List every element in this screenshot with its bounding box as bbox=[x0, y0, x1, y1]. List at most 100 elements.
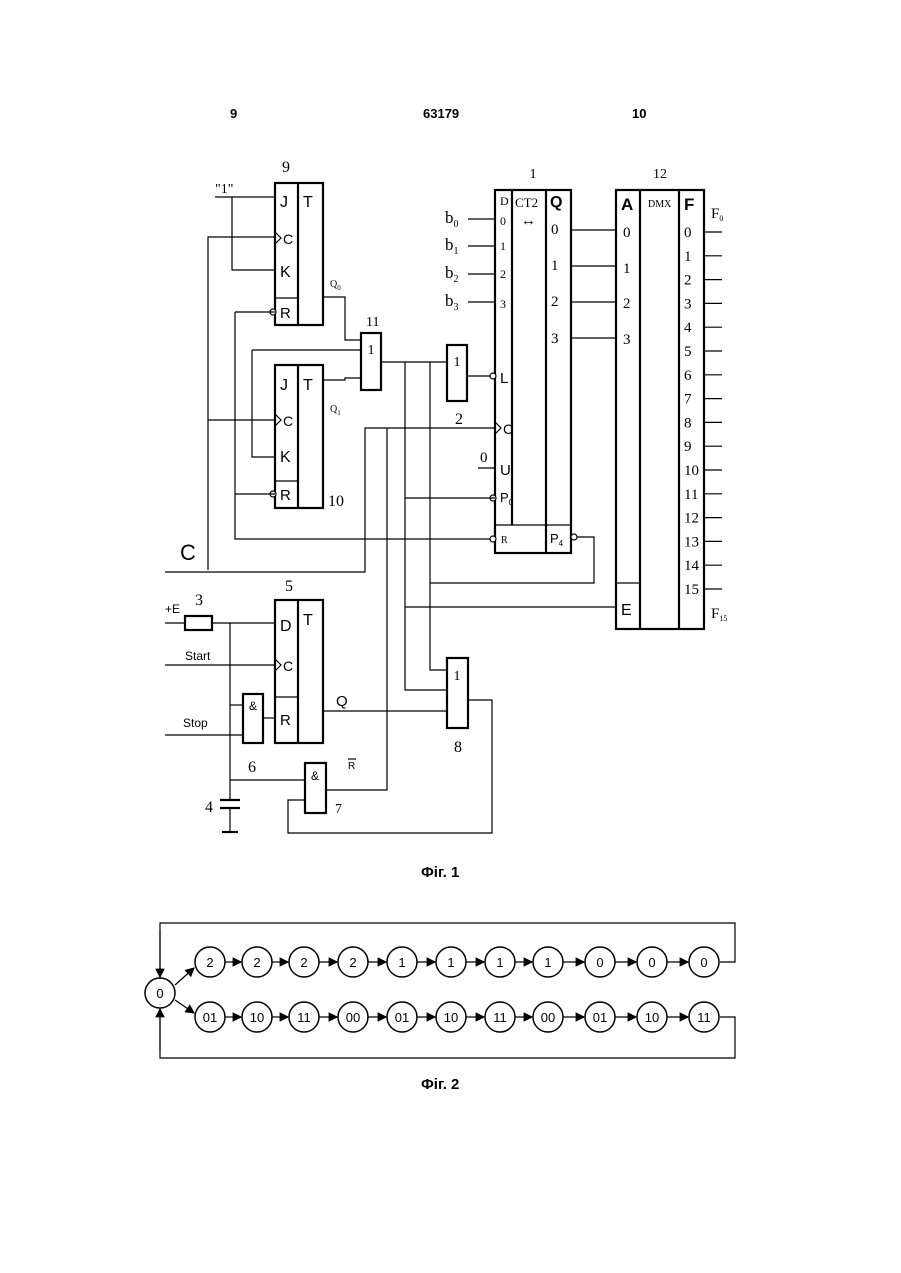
bottom-state-label-4: 01 bbox=[395, 1010, 409, 1025]
top-state-label-3: 2 bbox=[349, 955, 356, 970]
f15-label: F15 bbox=[711, 606, 727, 623]
dmx-output-14: 14 bbox=[684, 558, 700, 574]
top-state-label-5: 1 bbox=[447, 955, 454, 970]
dmx-output-12: 12 bbox=[684, 511, 699, 527]
dmx-output-11: 11 bbox=[684, 487, 698, 503]
counter-p4-label: P4 bbox=[550, 531, 564, 548]
label-5: 5 bbox=[285, 578, 293, 595]
label-9: 9 bbox=[282, 159, 290, 176]
svg-text:E: E bbox=[621, 602, 632, 619]
top-state-label-7: 1 bbox=[544, 955, 551, 970]
u-input-zero: 0 bbox=[480, 450, 488, 466]
top-state-label-8: 0 bbox=[596, 955, 603, 970]
q-output-label: Q bbox=[336, 693, 348, 710]
jk-flipflop-9: 9 J T C K R Q0 bbox=[270, 159, 341, 325]
svg-text:R: R bbox=[280, 712, 291, 729]
or-gate-2: 1 2 bbox=[447, 345, 467, 428]
bottom-state-label-3: 00 bbox=[346, 1010, 360, 1025]
b2-label: b2 bbox=[445, 263, 459, 285]
svg-text:C: C bbox=[503, 421, 513, 437]
dmx-output-3: 3 bbox=[684, 296, 692, 312]
dmx-output-9: 9 bbox=[684, 439, 692, 455]
counter-updown-arrow: ↔ bbox=[521, 213, 536, 229]
top-state-label-6: 1 bbox=[496, 955, 503, 970]
top-state-label-0: 2 bbox=[206, 955, 213, 970]
bottom-state-label-1: 10 bbox=[250, 1010, 264, 1025]
svg-text:D: D bbox=[500, 194, 509, 208]
svg-text:D: D bbox=[280, 618, 292, 635]
r-bar-label: R bbox=[348, 761, 355, 772]
or-gate-11: 1 11 bbox=[361, 315, 381, 390]
ff9-c-label: C bbox=[283, 231, 293, 247]
ff9-j-label: J bbox=[280, 194, 288, 211]
ff10-k-label: K bbox=[280, 449, 291, 466]
b3-label: b3 bbox=[445, 291, 459, 313]
svg-text:U: U bbox=[500, 462, 511, 479]
svg-text:Q: Q bbox=[550, 194, 562, 211]
b0-label: b0 bbox=[445, 208, 459, 230]
svg-text:C: C bbox=[283, 658, 293, 674]
label-1: 1 bbox=[530, 167, 537, 182]
f0-label: F0 bbox=[711, 206, 723, 223]
dmx-output-7: 7 bbox=[684, 392, 692, 408]
svg-text:F: F bbox=[684, 195, 694, 214]
stop-label: Stop bbox=[183, 716, 208, 730]
svg-text:R: R bbox=[501, 535, 508, 546]
d-flipflop-5: 5 D T C R bbox=[275, 578, 323, 743]
ff10-q1-label: Q1 bbox=[330, 404, 341, 417]
top-state-label-4: 1 bbox=[398, 955, 405, 970]
svg-text:2: 2 bbox=[500, 267, 506, 281]
dmx-output-6: 6 bbox=[684, 368, 692, 384]
svg-text:0: 0 bbox=[551, 222, 559, 238]
svg-text:2: 2 bbox=[623, 296, 631, 312]
bottom-state-label-6: 11 bbox=[493, 1010, 507, 1025]
fig1-caption: Фіг. 1 bbox=[421, 864, 459, 881]
svg-text:1: 1 bbox=[500, 239, 506, 253]
bottom-state-label-7: 00 bbox=[541, 1010, 555, 1025]
dmx-output-1: 1 bbox=[684, 249, 692, 265]
label-11: 11 bbox=[366, 315, 379, 330]
bottom-state-label-2: 11 bbox=[297, 1010, 311, 1025]
ff9-k-label: K bbox=[280, 264, 291, 281]
demultiplexer-12: 12 A DMX F 0 1 2 3 E 0123456789101112131… bbox=[616, 167, 727, 629]
ff10-c-label: C bbox=[283, 413, 293, 429]
svg-text:2: 2 bbox=[551, 294, 559, 310]
and-gate-6: & 6 bbox=[243, 694, 263, 776]
bottom-state-label-10: 11 bbox=[697, 1010, 711, 1025]
bottom-state-label-0: 01 bbox=[203, 1010, 217, 1025]
dmx-output-0: 0 bbox=[684, 225, 692, 241]
bottom-state-label-5: 10 bbox=[444, 1010, 458, 1025]
input-c-label: C bbox=[180, 540, 196, 565]
label-8: 8 bbox=[454, 739, 462, 756]
top-state-label-1: 2 bbox=[253, 955, 260, 970]
ff10-r-label: R bbox=[280, 487, 291, 504]
fig2-caption: Фіг. 2 bbox=[421, 1076, 459, 1093]
svg-text:1: 1 bbox=[368, 343, 375, 358]
b1-label: b1 bbox=[445, 235, 459, 257]
ff9-r-label: R bbox=[280, 305, 291, 322]
svg-text:1: 1 bbox=[623, 261, 631, 277]
ff9-t-label: T bbox=[303, 194, 313, 211]
svg-text:0: 0 bbox=[156, 986, 163, 1001]
ff10-j-label: J bbox=[280, 377, 288, 394]
label-6: 6 bbox=[248, 759, 256, 776]
svg-text:1: 1 bbox=[454, 355, 461, 370]
svg-text:&: & bbox=[311, 769, 319, 783]
svg-text:1: 1 bbox=[551, 258, 559, 274]
start-label: Start bbox=[185, 649, 211, 663]
bottom-state-label-9: 10 bbox=[645, 1010, 659, 1025]
label-12: 12 bbox=[653, 167, 667, 182]
top-state-label-9: 0 bbox=[648, 955, 655, 970]
const-one-label: "1" bbox=[215, 182, 233, 197]
label-10: 10 bbox=[328, 493, 344, 510]
ff9-q0-label: Q0 bbox=[330, 279, 341, 292]
svg-text:&: & bbox=[249, 699, 257, 713]
dmx-output-15: 15 bbox=[684, 582, 699, 598]
svg-text:A: A bbox=[621, 195, 633, 214]
svg-text:0: 0 bbox=[500, 214, 506, 228]
top-state-label-10: 0 bbox=[700, 955, 707, 970]
dmx-output-4: 4 bbox=[684, 320, 692, 336]
counter-ct2-1: 1 D CT2 ↔ Q 0 1 2 3 0 1 2 3 L C U P0 R P… bbox=[490, 167, 577, 553]
label-3: 3 bbox=[195, 592, 203, 609]
svg-text:DMX: DMX bbox=[648, 199, 672, 210]
